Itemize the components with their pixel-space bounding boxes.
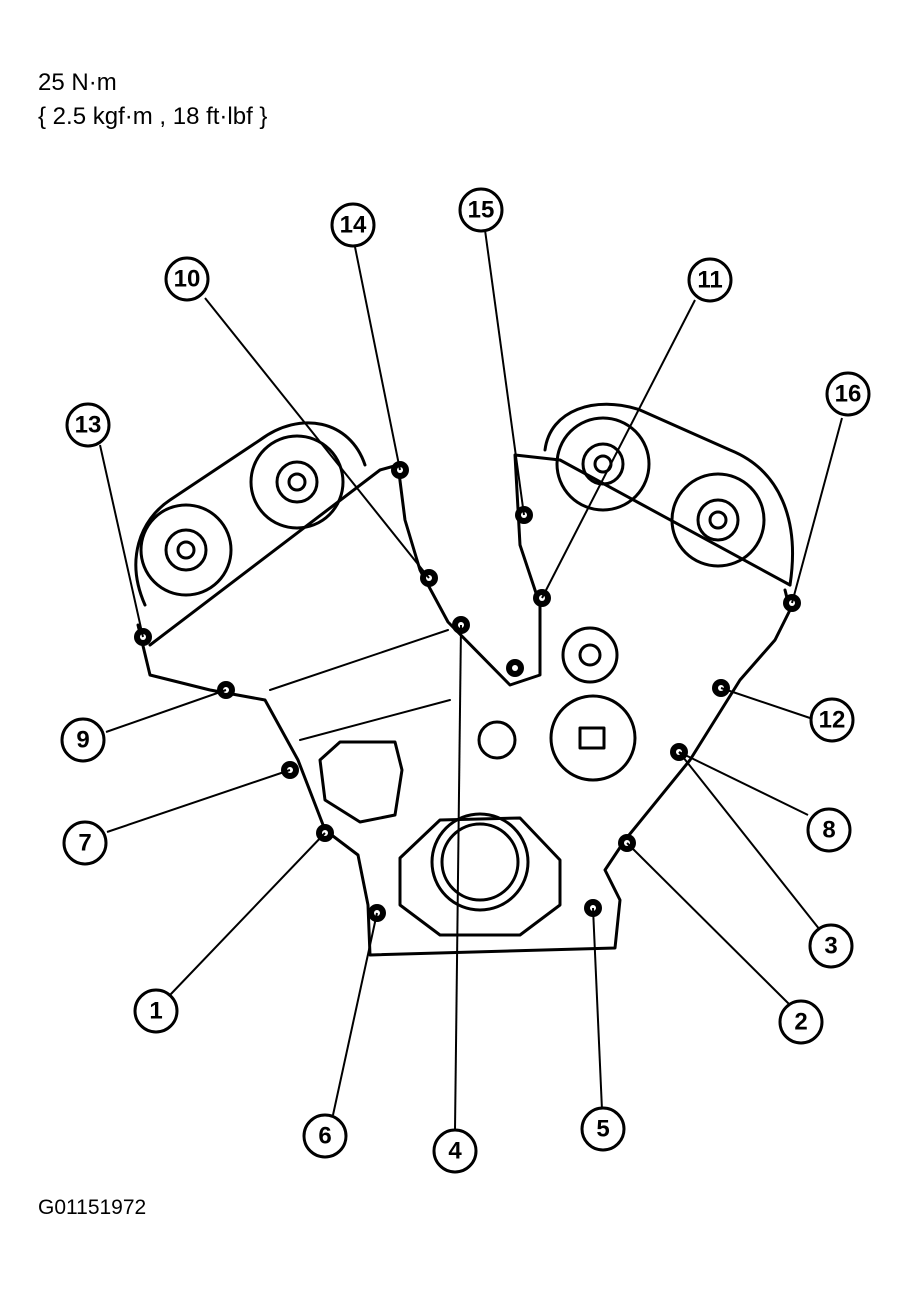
callout-13: 13 — [75, 412, 102, 439]
left-timing-belt — [134, 421, 367, 607]
torque-spec: 25 N·m { 2.5 kgf·m , 18 ft·lbf } — [38, 66, 267, 134]
crankshaft-seal-housing — [398, 816, 562, 937]
callout-15: 15 — [468, 197, 495, 224]
callout-12: 12 — [819, 707, 846, 734]
callout-14: 14 — [340, 212, 367, 239]
callout-8: 8 — [822, 817, 835, 844]
callout-10: 10 — [174, 266, 201, 293]
left-cam-pulley-upper — [249, 434, 345, 530]
callout-7: 7 — [78, 830, 91, 857]
callout-16: 16 — [835, 381, 862, 408]
callout-11: 11 — [697, 267, 722, 294]
figure-id: G01151972 — [38, 1196, 147, 1219]
idler-pulley — [561, 626, 619, 684]
tensioner-pulley — [549, 694, 637, 782]
right-cam-pulley-lower — [670, 472, 766, 568]
callout-4: 4 — [448, 1138, 462, 1165]
left-cam-pulley-lower — [139, 503, 233, 597]
callout-2: 2 — [794, 1009, 807, 1036]
right-timing-belt — [543, 402, 794, 587]
callout-9: 9 — [76, 727, 89, 754]
callout-6: 6 — [318, 1123, 331, 1150]
timing-cover-outline — [136, 588, 792, 957]
callout-1: 1 — [149, 998, 162, 1025]
right-cam-pulley-upper — [555, 416, 651, 512]
torque-spec-conversions: { 2.5 kgf·m , 18 ft·lbf } — [38, 103, 268, 130]
callout-3: 3 — [824, 933, 837, 960]
callout-5: 5 — [596, 1116, 609, 1143]
torque-spec-metric: 25 N·m — [38, 69, 117, 96]
